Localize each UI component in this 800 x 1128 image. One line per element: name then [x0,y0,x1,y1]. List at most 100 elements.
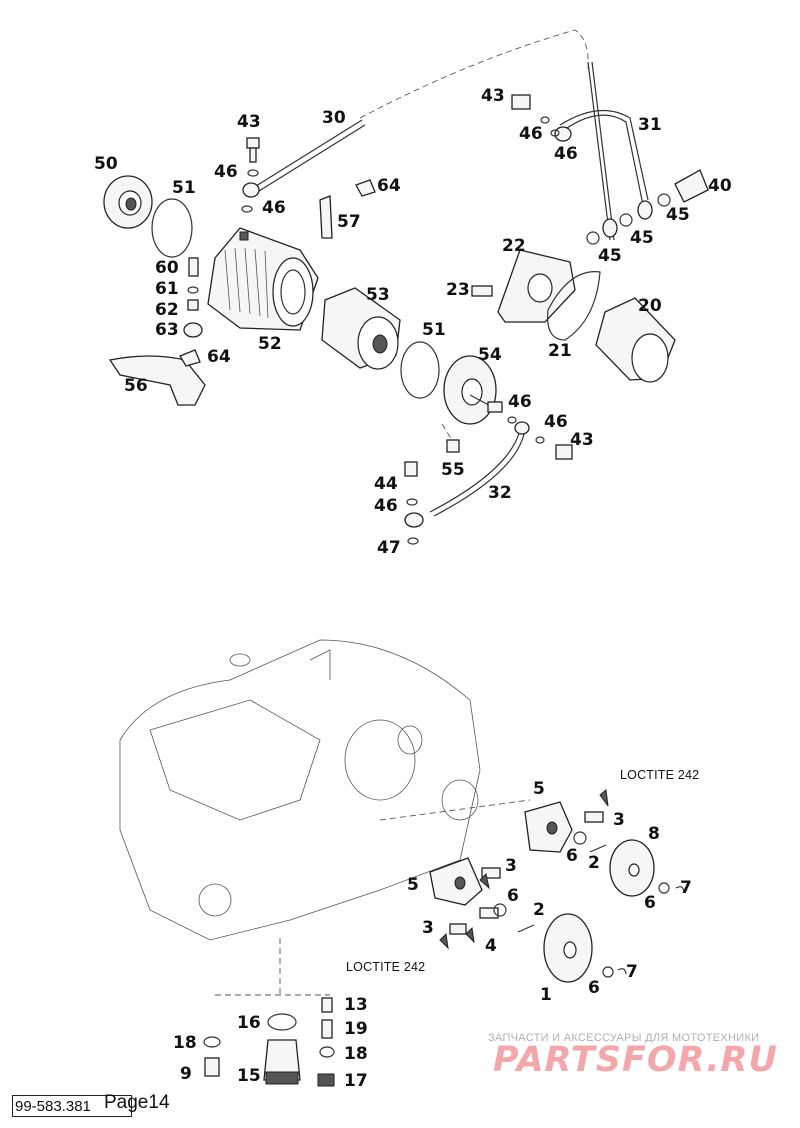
callout-9: 9 [180,1064,192,1084]
callout-46-a: 46 [214,162,238,182]
part-31-oil-line [511,61,671,245]
callout-8: 8 [648,824,660,844]
callout-55: 55 [441,460,465,480]
callout-30: 30 [322,108,346,128]
callout-56: 56 [124,376,148,396]
callout-46-b: 46 [262,198,286,218]
part-55-screw [446,439,460,453]
callout-63: 63 [155,320,179,340]
callout-17: 17 [344,1071,368,1091]
callout-7-a: 7 [680,878,692,898]
washer-6-d [602,966,614,978]
crankcase-outline [119,639,481,941]
callout-18-b: 18 [344,1044,368,1064]
part-23-screw [471,285,493,297]
part-51-o-ring [151,198,193,258]
oil-screen-and-plugs [203,997,335,1087]
callout-62: 62 [155,300,179,320]
callout-57: 57 [337,212,361,232]
callout-46-g: 46 [374,496,398,516]
callout-64-b: 64 [207,347,231,367]
callout-1: 1 [540,985,552,1005]
callout-51-a: 51 [172,178,196,198]
circlip-7-b [617,968,627,975]
callout-2-a: 2 [588,853,600,873]
part-64-clip-lower [179,349,201,367]
part-52-filter-housing [207,227,319,331]
callout-45-c: 45 [598,246,622,266]
part-50-cover-cap [103,175,153,229]
part-30-oil-pipe [241,119,366,213]
doc-code: 99-583.381 [15,1098,91,1115]
parts-60-63-screw-stack [183,257,203,338]
part-40-banjo [674,169,709,203]
part-53-oil-filter [321,287,401,370]
washer-46-f [535,436,545,444]
callout-19: 19 [344,1019,368,1039]
callout-20: 20 [638,296,662,316]
part-22-opening [527,273,553,303]
washer-6-b [658,882,670,894]
callout-13: 13 [344,995,368,1015]
callout-31: 31 [638,115,662,135]
callout-7-b: 7 [626,962,638,982]
callout-46-c: 46 [519,124,543,144]
part-32-oil-pipe [404,421,530,545]
doc-code-box [12,1095,132,1117]
callout-22: 22 [502,236,526,256]
washer-46-e [507,416,517,424]
callout-45-a: 45 [666,205,690,225]
callout-6-d: 6 [588,978,600,998]
oil-pump-assembly [429,789,609,950]
callout-64-a: 64 [377,176,401,196]
callout-18-a: 18 [173,1033,197,1053]
callout-40: 40 [708,176,732,196]
callout-3-a: 3 [613,810,625,830]
callout-45-b: 45 [630,228,654,248]
part-43-bolt-c [555,444,573,460]
callout-5-b: 5 [407,875,419,895]
callout-5-a: 5 [533,779,545,799]
callout-43-c: 43 [570,430,594,450]
gear-8 [609,839,655,897]
oil-line-route [359,29,589,119]
part-56-plate [108,355,206,406]
callout-3-b: 3 [505,856,517,876]
callout-4: 4 [485,936,497,956]
part-64-clip [355,179,376,197]
part-43-banjo-bolt [246,137,260,177]
callout-46-d: 46 [554,144,578,164]
callout-61: 61 [155,279,179,299]
part-21-gasket [547,271,601,341]
gear-1 [543,913,593,983]
callout-23: 23 [446,280,470,300]
callout-51-b: 51 [422,320,446,340]
callout-32: 32 [488,483,512,503]
loctite-note-top: LOCTITE 242 [620,768,700,782]
callout-50: 50 [94,154,118,174]
part-20-strainer [595,297,676,383]
page-label: Page14 [104,1092,170,1113]
callout-46-e: 46 [508,392,532,412]
callout-6-b: 6 [644,893,656,913]
callout-43-a: 43 [237,112,261,132]
circlip-7-a [675,886,685,893]
part-54-filter-cover [443,355,503,425]
callout-44: 44 [374,474,398,494]
callout-47: 47 [377,538,401,558]
callout-60: 60 [155,258,179,278]
callout-21: 21 [548,341,572,361]
watermark-logo: PARTSFOR.RU [493,1040,778,1080]
callout-54: 54 [478,345,502,365]
part-51-o-ring-2 [400,341,440,399]
callout-3-c: 3 [422,918,434,938]
part-57-bracket [319,195,333,239]
callout-46-f: 46 [544,412,568,432]
loctite-note-bottom: LOCTITE 242 [346,960,426,974]
watermark-caption: ЗАПЧАСТИ И АКСЕССУАРЫ ДЛЯ МОТОТЕХНИКИ [488,1032,760,1044]
callout-52: 52 [258,334,282,354]
callout-53: 53 [366,285,390,305]
callout-2-b: 2 [533,900,545,920]
leader-dash-pump [379,799,531,821]
